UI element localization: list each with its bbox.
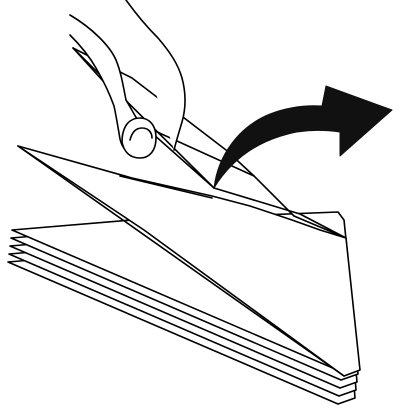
thumb: [122, 118, 156, 158]
